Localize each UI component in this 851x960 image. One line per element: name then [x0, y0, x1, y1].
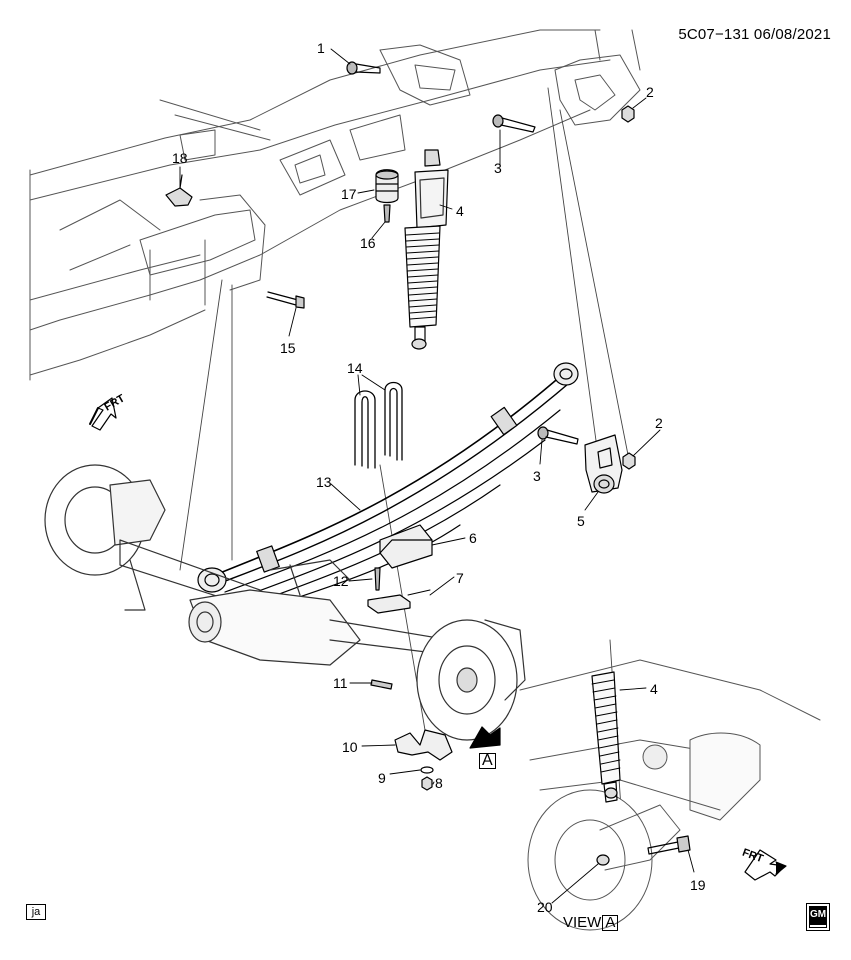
- callout-number: 17: [341, 186, 357, 202]
- callout-number: 8: [435, 775, 443, 791]
- bolt-3-lower: [537, 426, 579, 445]
- bolt-16: [383, 204, 391, 223]
- callout-number: 9: [378, 770, 386, 786]
- view-a-inset: [519, 659, 821, 931]
- bolt-12: [374, 567, 381, 591]
- frt-arrow-left: [89, 397, 117, 431]
- callout-number: 4: [650, 681, 658, 697]
- u-bolts-14: [354, 381, 403, 469]
- clip-18: [165, 174, 193, 207]
- callout-number: 12: [333, 573, 349, 589]
- frt-arrow-right: [744, 849, 787, 881]
- view-label-text: VIEW: [563, 914, 602, 931]
- view-label-letter: A: [602, 915, 619, 931]
- callout-number: 2: [655, 415, 663, 431]
- plate-7: [367, 589, 431, 614]
- shock-absorber-4: [404, 149, 449, 350]
- nut-8: [421, 776, 433, 791]
- gm-logo-mark: GM: [809, 906, 827, 928]
- callout-number: 15: [280, 340, 296, 356]
- bolt-11: [370, 679, 393, 690]
- callout-number: 18: [172, 150, 188, 166]
- bolt-15: [266, 291, 305, 309]
- callout-number: 3: [494, 160, 502, 176]
- gm-logo: GM: [806, 903, 830, 931]
- view-arrow: [469, 726, 501, 749]
- callout-number: 4: [456, 203, 464, 219]
- callout-number: 16: [360, 235, 376, 251]
- bolt-1: [346, 61, 381, 75]
- gm-logo-underline: [810, 925, 826, 927]
- bracket-10: [394, 729, 453, 761]
- nut-2-upper: [621, 105, 635, 123]
- leader-lines: [179, 48, 695, 904]
- bolt-3-upper: [492, 114, 536, 133]
- view-marker-letter: A: [479, 753, 496, 769]
- callout-number: 2: [646, 84, 654, 100]
- callout-number: 7: [456, 570, 464, 586]
- callout-number: 19: [690, 877, 706, 893]
- nut-2-lower: [622, 452, 636, 470]
- corner-tag: ja: [26, 904, 46, 920]
- shackle-5: [584, 434, 623, 494]
- document-id: 5C07−131 06/08/2021: [678, 26, 831, 43]
- spacer-6: [379, 524, 433, 569]
- bumper-17: [375, 169, 399, 204]
- frame-rail: [29, 29, 641, 381]
- gm-logo-text: GM: [809, 909, 827, 920]
- callout-number: 3: [533, 468, 541, 484]
- leaf-spring-13: [197, 362, 579, 608]
- callout-number: 11: [333, 675, 348, 691]
- callout-number: 5: [577, 513, 585, 529]
- callout-number: 20: [537, 899, 553, 915]
- callout-number: 10: [342, 739, 358, 755]
- rear-axle: [44, 464, 526, 741]
- callout-number: 13: [316, 474, 332, 490]
- callout-number: 1: [317, 40, 325, 56]
- callout-number: 6: [469, 530, 477, 546]
- view-marker: A: [478, 752, 496, 770]
- view-a-bolt-19: [647, 835, 691, 855]
- view-a-shock-4: [591, 671, 621, 803]
- view-a-nut-20: [596, 854, 610, 866]
- washer-9: [420, 766, 434, 774]
- callout-number: 14: [347, 360, 363, 376]
